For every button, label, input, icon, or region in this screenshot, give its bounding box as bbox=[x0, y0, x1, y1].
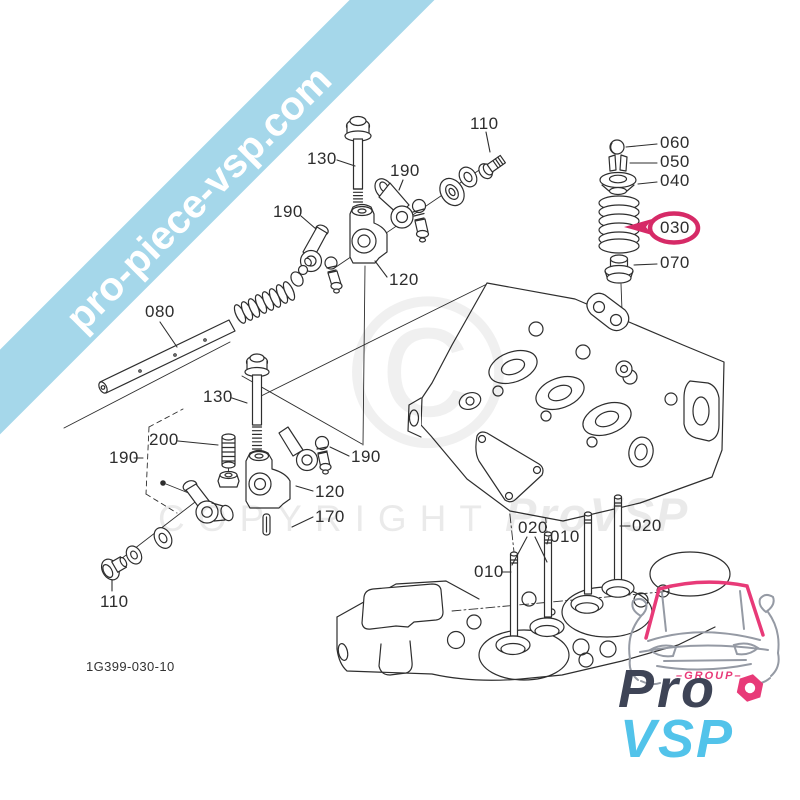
part-label-190: 190 bbox=[109, 448, 139, 467]
highlight-ellipse bbox=[647, 211, 701, 245]
rocker-assembly-lower bbox=[100, 353, 332, 581]
part-label-190: 190 bbox=[390, 161, 420, 180]
part-label-200: 200 bbox=[149, 430, 179, 449]
valve-stack bbox=[598, 139, 640, 284]
valves bbox=[495, 494, 635, 656]
part-label-170: 170 bbox=[315, 507, 345, 526]
part-label-190: 190 bbox=[351, 447, 381, 466]
part-label-060: 060 bbox=[660, 133, 690, 152]
part-label-120: 120 bbox=[315, 482, 345, 501]
part-label-040: 040 bbox=[660, 171, 690, 190]
part-label-130: 130 bbox=[307, 149, 337, 168]
logo-name-pro: Pro bbox=[618, 659, 718, 719]
highlight-030 bbox=[624, 211, 701, 245]
logo-name-vsp: VSP bbox=[620, 709, 735, 769]
part-label-080: 080 bbox=[145, 302, 175, 321]
part-label-190: 190 bbox=[273, 202, 303, 221]
part-label-010: 010 bbox=[550, 527, 580, 546]
logo-group-label: –GROUP– bbox=[676, 670, 743, 682]
part-label-120: 120 bbox=[389, 270, 419, 289]
part-label-110: 110 bbox=[470, 114, 499, 133]
part-label-010: 010 bbox=[474, 562, 504, 581]
cylinder-head bbox=[407, 282, 725, 522]
part-label-130: 130 bbox=[203, 387, 233, 406]
logo-car-roof bbox=[644, 580, 765, 640]
logo-hexagon bbox=[736, 674, 764, 702]
engine-block bbox=[336, 551, 731, 681]
part-label-110: 110 bbox=[100, 592, 129, 611]
part-label-020: 020 bbox=[632, 516, 662, 535]
drawing-code: 1G399-030-10 bbox=[86, 659, 175, 674]
logo-car-sketch bbox=[628, 590, 780, 686]
rocker-assembly-top bbox=[299, 115, 507, 294]
part-label-070: 070 bbox=[660, 253, 690, 272]
leader-lines bbox=[111, 131, 658, 592]
highlight-arrow bbox=[624, 219, 652, 235]
part-label-050: 050 bbox=[660, 152, 690, 171]
push-rod bbox=[98, 257, 312, 394]
part-label-020: 020 bbox=[518, 518, 548, 537]
part-label-030-highlighted: 030 bbox=[660, 218, 690, 237]
